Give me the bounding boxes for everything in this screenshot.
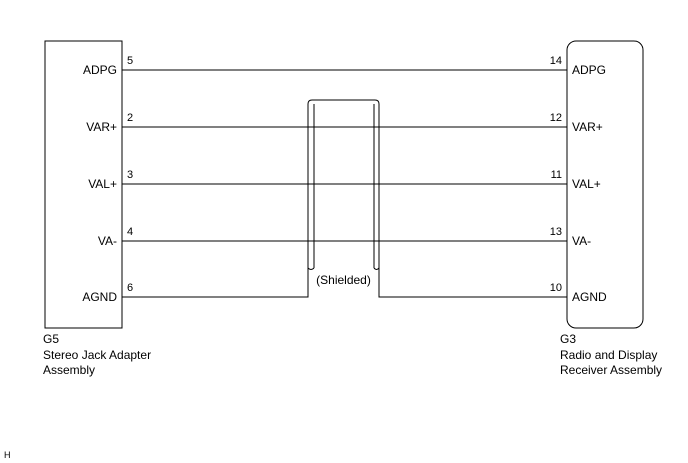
left-label-va-minus: VA- [98, 234, 117, 248]
right-pin-labels: ADPG VAR+ VAL+ VA- AGND [572, 63, 607, 304]
left-pin-2: 2 [127, 112, 133, 124]
shield-outer-left [307, 99, 316, 268]
wires [122, 69, 567, 298]
right-pin-12: 12 [550, 112, 562, 124]
shield-bottom-right [373, 267, 380, 270]
right-connector-name-line-1: Radio and Display [560, 348, 657, 362]
right-label-agnd: AGND [572, 290, 607, 304]
right-connector-code: G3 [560, 332, 576, 346]
shield-outer-right [371, 99, 380, 268]
right-connector-caption: G3 Radio and Display Receiver Assembly [560, 332, 662, 377]
left-pin-6: 6 [127, 282, 133, 294]
left-connector-code: G5 [43, 332, 59, 346]
wire-agnd-left [122, 268, 309, 298]
left-label-var-plus: VAR+ [86, 120, 117, 134]
right-label-adpg: ADPG [572, 63, 606, 77]
right-pin-10: 10 [550, 282, 562, 294]
wire-agnd-right [378, 268, 567, 298]
left-pin-labels: ADPG VAR+ VAL+ VA- AGND [82, 63, 117, 304]
left-connector-caption: G5 Stereo Jack Adapter Assembly [43, 332, 151, 377]
left-connector-name-line-1: Stereo Jack Adapter [43, 348, 151, 362]
right-label-val-plus: VAL+ [572, 177, 601, 191]
left-label-agnd: AGND [82, 290, 117, 304]
left-pin-numbers: 5 2 3 4 6 [127, 55, 133, 294]
left-connector-box [44, 40, 123, 329]
right-connector-name-line-2: Receiver Assembly [560, 363, 662, 377]
left-pin-3: 3 [127, 169, 133, 181]
right-pin-13: 13 [550, 226, 562, 238]
right-pin-11: 11 [551, 169, 562, 181]
right-pin-14: 14 [550, 55, 562, 67]
left-connector-name-line-2: Assembly [43, 363, 95, 377]
left-label-val-plus: VAL+ [88, 177, 117, 191]
left-label-adpg: ADPG [83, 63, 117, 77]
right-label-var-plus: VAR+ [572, 120, 603, 134]
shield-label: (Shielded) [316, 273, 371, 287]
shield: (Shielded) [307, 99, 380, 287]
shield-bottom-left [307, 267, 315, 270]
corner-mark: H [4, 450, 11, 460]
right-label-va-minus: VA- [572, 234, 591, 248]
right-pin-numbers: 14 12 11 13 10 [550, 55, 562, 294]
left-pin-4: 4 [127, 226, 133, 238]
left-pin-5: 5 [127, 55, 133, 67]
